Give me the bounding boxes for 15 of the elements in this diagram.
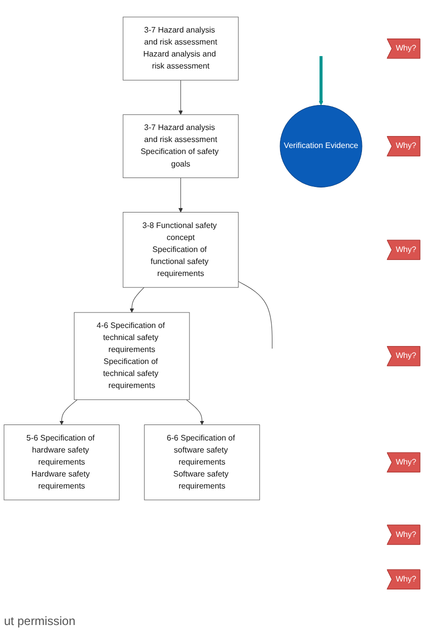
arrow [186,399,204,425]
node-box: 3-7 Hazard analysis and risk assessment Specification of safety goals [122,114,239,178]
arrow [178,177,183,212]
node-box: 6-6 Specification of software safety requirements Software safety requirements [144,424,260,500]
node-circle: Verification Evidence [280,104,362,188]
node-box: 4-6 Specification of technical safety requirements Specification of technical safety requirements [74,312,190,400]
node-box: 3-8 Functional safety concept Specification of functional safety requirements [122,212,239,288]
arrow [318,56,324,106]
arrow [178,80,183,115]
arrow [130,287,144,313]
connector [238,281,272,349]
copyright-note: ut permission [4,614,76,628]
node-box: 3-7 Hazard analysis and risk assessment Hazard analysis and risk assessment [122,16,239,80]
arrow [59,399,78,425]
node-box: 5-6 Specification of hardware safety requirements Hardware safety requirements [4,424,120,500]
